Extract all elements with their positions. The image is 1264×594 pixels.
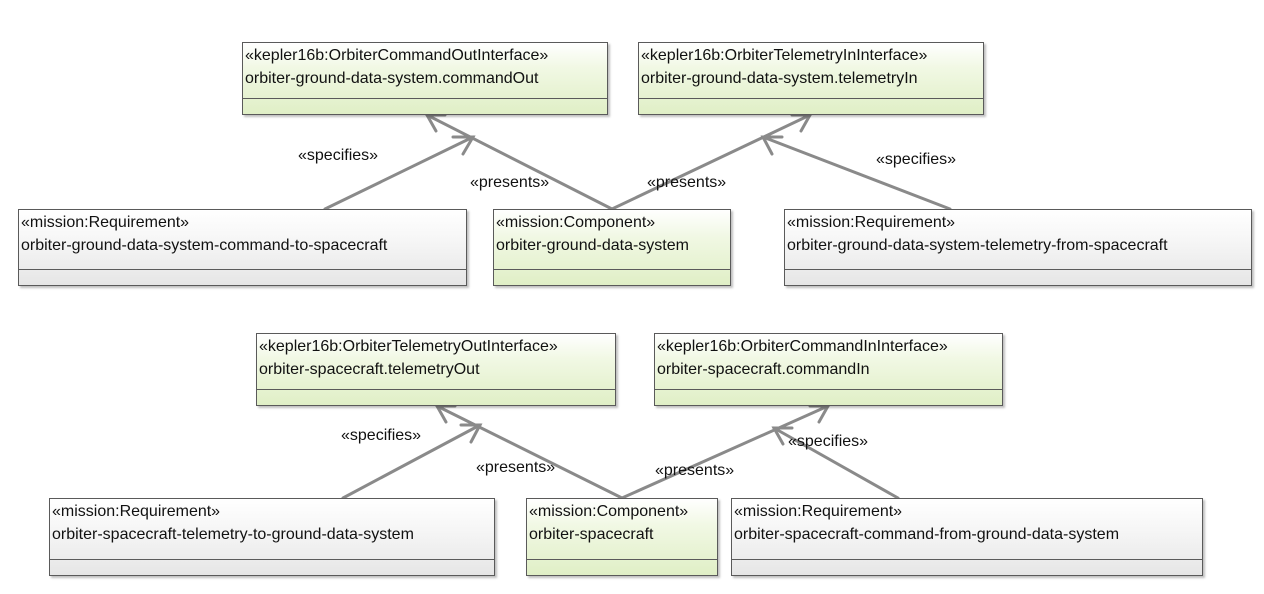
- requirement-node-gds-telemetry[interactable]: «mission:Requirement» orbiter-ground-dat…: [784, 209, 1252, 286]
- arrowhead: [424, 113, 447, 133]
- arrowhead: [760, 135, 784, 156]
- requirement-node-sc-telemetry[interactable]: «mission:Requirement» orbiter-spacecraft…: [49, 498, 495, 576]
- node-stereotype: «kepler16b:OrbiterCommandInInterface»: [657, 338, 948, 355]
- node-stereotype: «mission:Requirement»: [787, 214, 956, 231]
- compartment-divider: [257, 389, 615, 390]
- compartment-divider: [494, 269, 730, 270]
- node-stereotype: «kepler16b:OrbiterTelemetryOutInterface»: [259, 338, 558, 355]
- node-name: orbiter-ground-data-system-command-to-sp…: [21, 237, 388, 254]
- compartment-divider: [639, 98, 983, 99]
- interface-node-sc-command-in[interactable]: «kepler16b:OrbiterCommandInInterface» or…: [654, 333, 1003, 406]
- compartment-divider: [527, 559, 717, 560]
- edge-presents-gds-telin: [610, 113, 812, 211]
- compartment-divider: [732, 559, 1202, 560]
- compartment-divider: [655, 389, 1002, 390]
- edge-presents-gds-cmdout: [425, 113, 614, 211]
- arrowhead: [771, 426, 794, 446]
- node-name: orbiter-spacecraft-telemetry-to-ground-d…: [52, 526, 414, 543]
- node-stereotype: «mission:Requirement»: [52, 503, 221, 520]
- node-name: orbiter-ground-data-system.commandOut: [245, 70, 539, 87]
- node-name: orbiter-ground-data-system: [496, 237, 689, 254]
- edge-presents-sc-telout: [435, 404, 624, 500]
- edge-specifies-gds-cmd: [323, 135, 475, 211]
- edge-label-specifies: «specifies»: [298, 147, 379, 164]
- node-name: orbiter-ground-data-system.telemetryIn: [641, 70, 918, 87]
- arrowhead: [434, 404, 457, 424]
- edge-presents-sc-cmdin: [620, 404, 830, 500]
- edge-specifies-gds-tel: [761, 135, 952, 211]
- component-node-ground-data-system[interactable]: «mission:Component» orbiter-ground-data-…: [493, 209, 731, 286]
- node-stereotype: «mission:Requirement»: [734, 503, 903, 520]
- node-name: orbiter-spacecraft.commandIn: [657, 361, 870, 378]
- arrowhead: [808, 404, 831, 424]
- edge-label-presents: «presents»: [476, 459, 556, 476]
- node-stereotype: «mission:Component»: [496, 214, 656, 231]
- edge-specifies-sc-cmd: [772, 426, 900, 500]
- interface-node-sc-telemetry-out[interactable]: «kepler16b:OrbiterTelemetryOutInterface»…: [256, 333, 616, 406]
- edge-label-specifies: «specifies»: [876, 151, 957, 168]
- component-node-spacecraft[interactable]: «mission:Component» orbiter-spacecraft: [526, 498, 718, 576]
- arrowhead: [459, 423, 483, 444]
- requirement-node-gds-command[interactable]: «mission:Requirement» orbiter-ground-dat…: [18, 209, 467, 286]
- node-stereotype: «kepler16b:OrbiterTelemetryInInterface»: [641, 47, 928, 64]
- node-name: orbiter-spacecraft-command-from-ground-d…: [734, 526, 1120, 543]
- node-stereotype: «mission:Component»: [529, 503, 689, 520]
- node-stereotype: «mission:Requirement»: [21, 214, 190, 231]
- edge-label-presents: «presents»: [655, 462, 735, 479]
- arrowhead: [790, 113, 813, 133]
- edge-label-presents: «presents»: [470, 174, 550, 191]
- compartment-divider: [50, 559, 494, 560]
- edge-label-specifies: «specifies»: [788, 433, 869, 450]
- requirement-node-sc-command[interactable]: «mission:Requirement» orbiter-spacecraft…: [731, 498, 1203, 576]
- compartment-divider: [19, 269, 466, 270]
- node-stereotype: «kepler16b:OrbiterCommandOutInterface»: [245, 47, 549, 64]
- node-name: orbiter-ground-data-system-telemetry-fro…: [787, 237, 1168, 254]
- interface-node-gds-telemetry-in[interactable]: «kepler16b:OrbiterTelemetryInInterface» …: [638, 42, 984, 115]
- interface-node-gds-command-out[interactable]: «kepler16b:OrbiterCommandOutInterface» o…: [242, 42, 608, 115]
- edge-specifies-sc-tel: [341, 423, 482, 500]
- edge-label-presents: «presents»: [647, 174, 727, 191]
- compartment-divider: [785, 269, 1251, 270]
- node-name: orbiter-spacecraft: [529, 526, 654, 543]
- compartment-divider: [243, 98, 607, 99]
- edge-label-specifies: «specifies»: [341, 427, 422, 444]
- node-name: orbiter-spacecraft.telemetryOut: [259, 361, 480, 378]
